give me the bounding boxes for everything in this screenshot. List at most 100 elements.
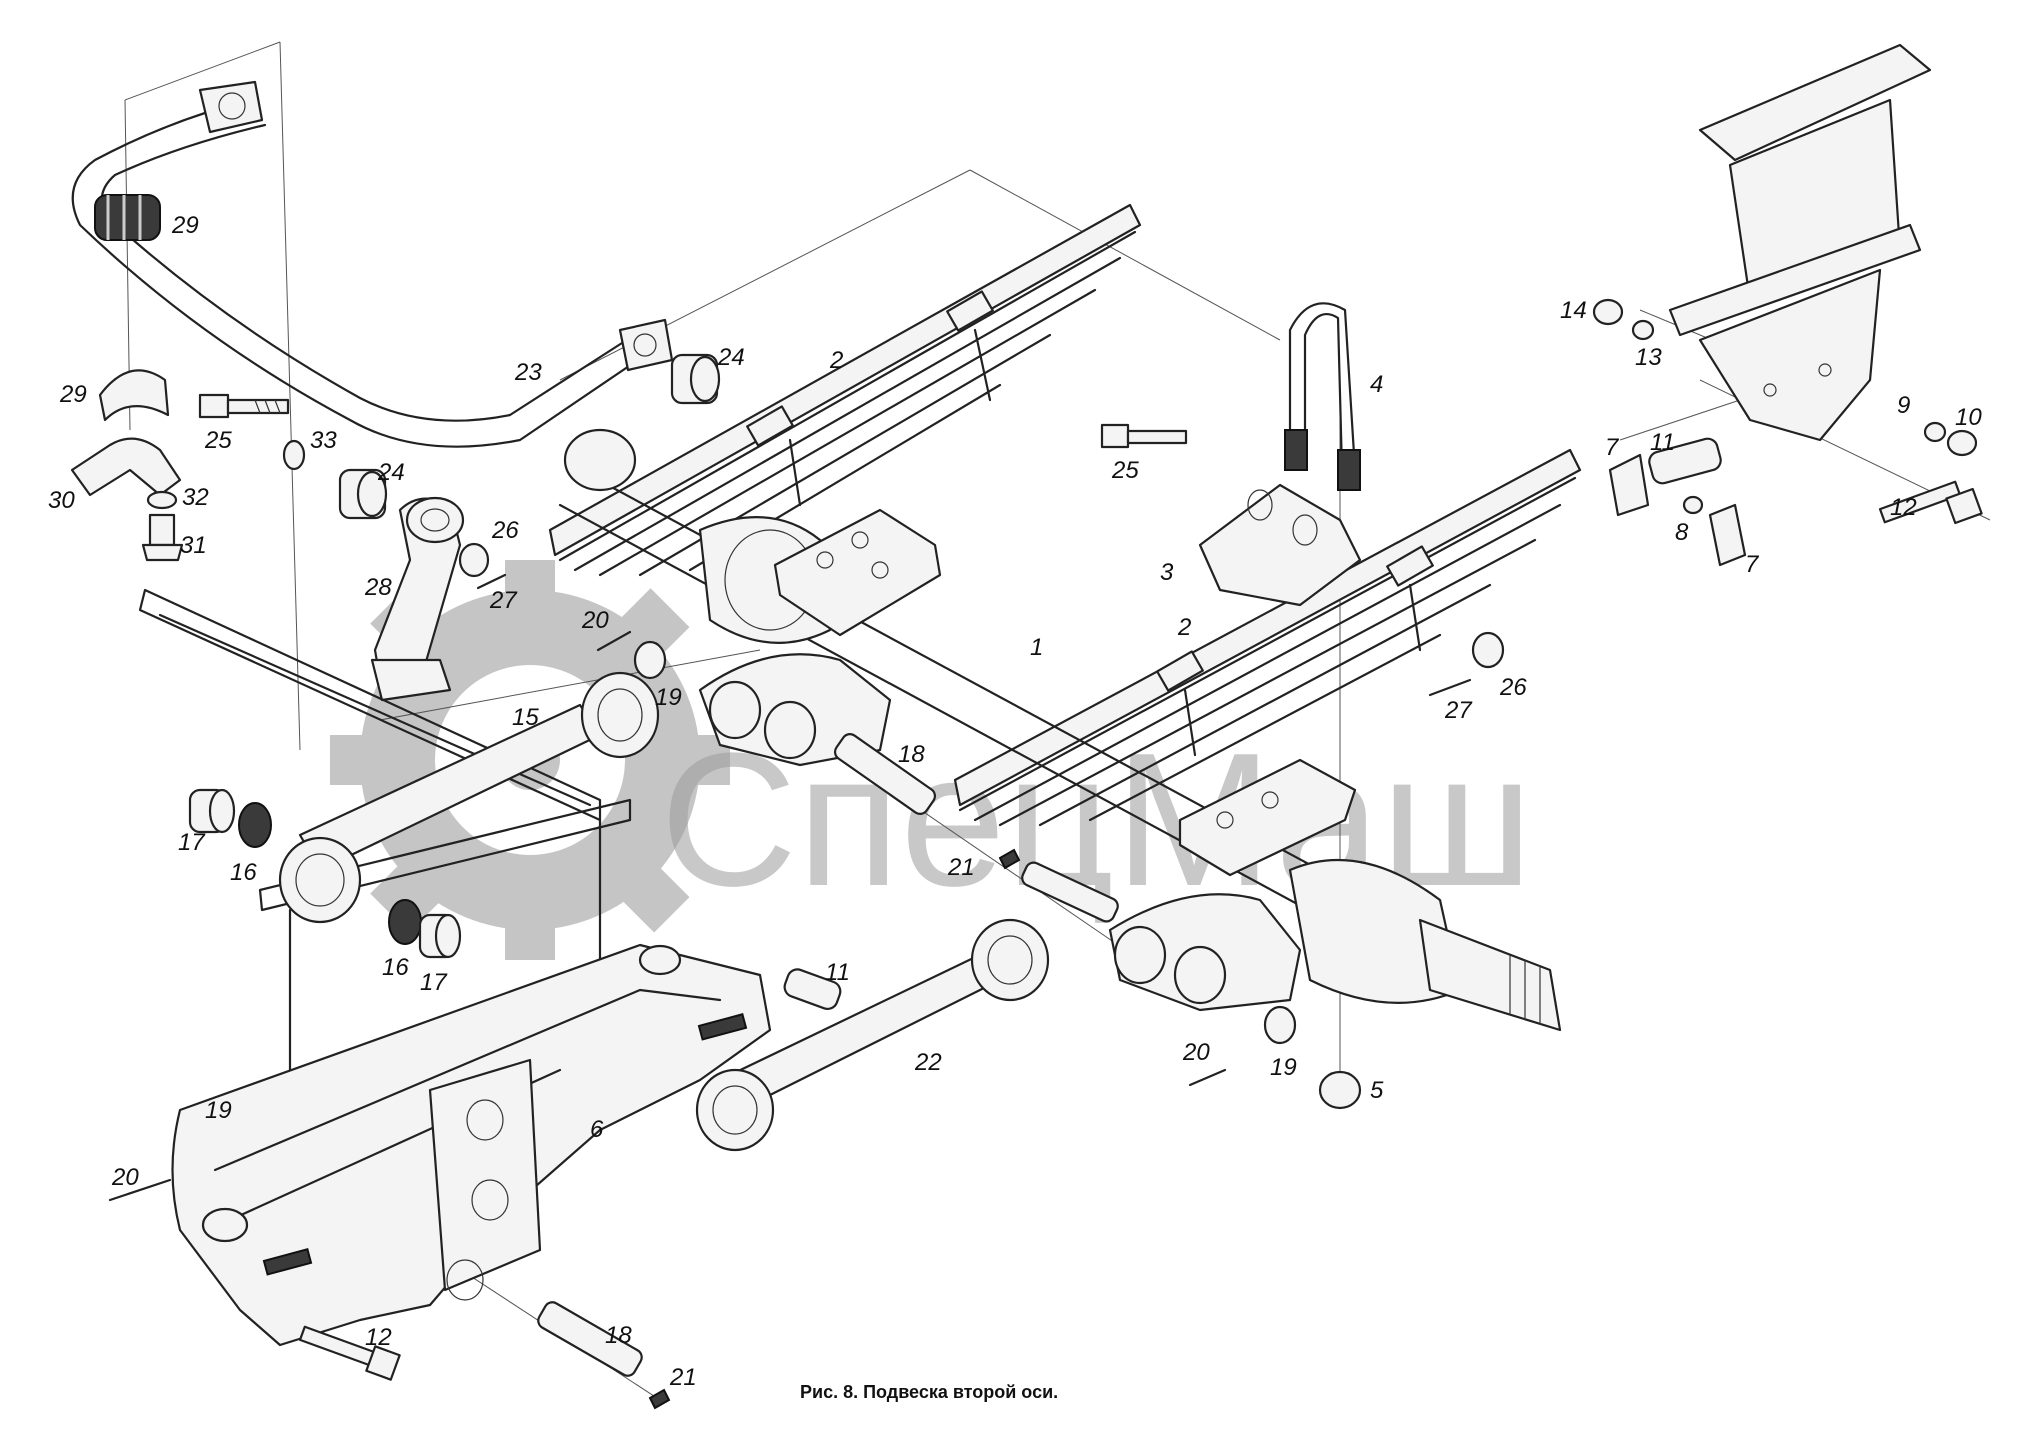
label-14: 14 bbox=[1560, 297, 1587, 324]
pin-18-upper bbox=[833, 733, 937, 815]
link-28 bbox=[370, 496, 465, 702]
bushing-11-right bbox=[1648, 437, 1722, 485]
bolt-25-right bbox=[1100, 423, 1188, 449]
washer-13 bbox=[1631, 319, 1655, 341]
seal-16-lower bbox=[388, 899, 422, 945]
label-2: 2 bbox=[1177, 614, 1191, 641]
cotter-pin-20-left bbox=[108, 1178, 172, 1202]
label-2: 2 bbox=[829, 347, 843, 374]
label-28: 28 bbox=[364, 574, 392, 601]
plate-7-lower bbox=[1708, 503, 1747, 567]
bushing-29-top bbox=[94, 194, 161, 241]
leaf-spring-2-right bbox=[953, 448, 1582, 827]
spring-seat-upper bbox=[773, 508, 942, 637]
cotter-pin-20-upper bbox=[596, 630, 632, 652]
axle-1 bbox=[558, 428, 1562, 1032]
label-30: 30 bbox=[48, 487, 75, 514]
label-19: 19 bbox=[1270, 1054, 1297, 1081]
label-8: 8 bbox=[1675, 519, 1689, 546]
label-32: 32 bbox=[182, 484, 209, 511]
label-26: 26 bbox=[1499, 674, 1527, 701]
label-29: 29 bbox=[171, 212, 199, 239]
nut-10 bbox=[1946, 429, 1978, 457]
torque-rod-22 bbox=[695, 918, 1050, 1152]
label-17: 17 bbox=[178, 829, 206, 856]
label-25: 25 bbox=[1111, 457, 1139, 484]
bolt-12-left bbox=[298, 1325, 401, 1381]
label-13: 13 bbox=[1635, 344, 1662, 371]
grease-fitting-21-lower bbox=[648, 1388, 671, 1410]
bushing-24-left bbox=[338, 468, 388, 520]
label-15: 15 bbox=[512, 704, 539, 731]
callout-labels: 29 29 30 31 32 33 25 25 24 24 23 2 2 4 3… bbox=[48, 212, 1982, 1391]
label-20: 20 bbox=[581, 607, 609, 634]
figure-caption: Рис. 8. Подвеска второй оси. bbox=[800, 1382, 1058, 1402]
washer-9 bbox=[1923, 421, 1947, 443]
label-27: 27 bbox=[1444, 697, 1473, 724]
nut-26-left bbox=[458, 542, 490, 578]
label-24: 24 bbox=[377, 459, 405, 486]
label-23: 23 bbox=[514, 359, 542, 386]
spring-seat-lower bbox=[1178, 758, 1357, 877]
frame-bracket-right bbox=[1668, 43, 1932, 442]
label-7: 7 bbox=[1745, 551, 1760, 578]
label-4: 4 bbox=[1370, 371, 1383, 398]
seal-16-upper bbox=[238, 802, 272, 848]
label-12: 12 bbox=[365, 1324, 392, 1351]
cotter-pin-20-lower bbox=[1188, 1068, 1227, 1087]
label-21: 21 bbox=[669, 1364, 697, 1391]
trunnion-bracket-lower bbox=[1108, 893, 1302, 1012]
shaft-21-upper bbox=[1021, 861, 1119, 923]
label-10: 10 bbox=[1955, 404, 1982, 431]
label-7: 7 bbox=[1605, 434, 1620, 461]
label-16: 16 bbox=[382, 954, 409, 981]
label-19: 19 bbox=[655, 684, 682, 711]
label-1: 1 bbox=[1030, 634, 1043, 661]
label-33: 33 bbox=[310, 427, 337, 454]
stabilizer-bar bbox=[71, 80, 674, 448]
leader-lines bbox=[124, 41, 1991, 1401]
label-18: 18 bbox=[898, 741, 925, 768]
label-11: 11 bbox=[1650, 429, 1675, 456]
bolt-12-right bbox=[1878, 480, 1983, 525]
bushing-17-upper bbox=[188, 788, 236, 834]
bracket-3 bbox=[1198, 483, 1362, 607]
bushing-11-left bbox=[783, 968, 842, 1011]
label-5: 5 bbox=[1370, 1077, 1384, 1104]
pin-18-lower bbox=[537, 1301, 643, 1377]
label-25: 25 bbox=[204, 427, 232, 454]
nut-19-lower bbox=[1263, 1005, 1297, 1045]
u-bolt-4 bbox=[1284, 302, 1361, 491]
label-19: 19 bbox=[205, 1097, 232, 1124]
reaction-rod-15 bbox=[278, 671, 660, 924]
clamp-assembly bbox=[70, 369, 184, 562]
nut-5 bbox=[1318, 1070, 1362, 1110]
label-29: 29 bbox=[59, 381, 87, 408]
label-6: 6 bbox=[590, 1116, 604, 1143]
label-31: 31 bbox=[180, 532, 207, 559]
nut-26-right bbox=[1471, 631, 1505, 669]
bushing-17-lower bbox=[418, 913, 462, 959]
label-16: 16 bbox=[230, 859, 257, 886]
nut-14 bbox=[1592, 298, 1624, 326]
washer-33 bbox=[282, 439, 306, 471]
bolt-25-left bbox=[198, 393, 290, 419]
label-9: 9 bbox=[1897, 392, 1910, 419]
grease-fitting-21-upper bbox=[998, 848, 1021, 870]
label-17: 17 bbox=[420, 969, 448, 996]
nut-8 bbox=[1682, 495, 1704, 515]
label-12: 12 bbox=[1890, 494, 1917, 521]
label-11: 11 bbox=[825, 959, 850, 986]
label-22: 22 bbox=[914, 1049, 942, 1076]
label-27: 27 bbox=[489, 587, 518, 614]
cotter-pin-27-right bbox=[1428, 678, 1472, 697]
label-18: 18 bbox=[605, 1322, 632, 1349]
label-20: 20 bbox=[111, 1164, 139, 1191]
bushing-24-right bbox=[670, 353, 721, 405]
leaf-spring-2-left bbox=[548, 203, 1142, 577]
label-3: 3 bbox=[1160, 559, 1174, 586]
nut-19-upper bbox=[633, 640, 667, 680]
label-21: 21 bbox=[947, 854, 975, 881]
label-20: 20 bbox=[1182, 1039, 1210, 1066]
